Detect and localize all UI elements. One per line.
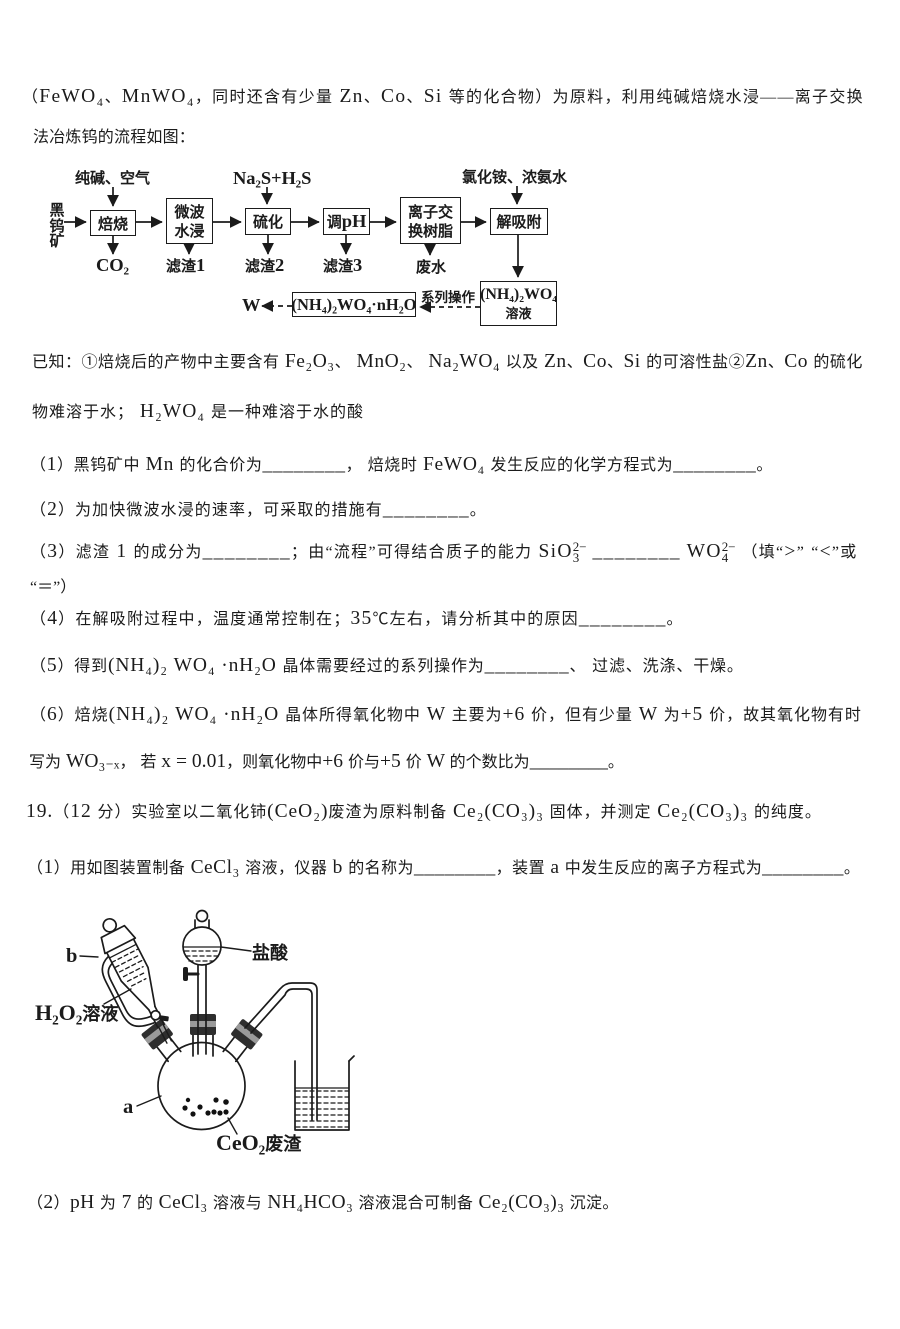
question-19-header: 19.（12 分）实验室以二氧化铈(CeO₂)废渣为原料制备 Ce₂(CO₃)₃… xyxy=(26,801,822,822)
apparatus-label-h2o2: H₂O₂溶液 xyxy=(35,1000,119,1025)
known-line-2: 物难溶于水； H₂WO₄ 是一种难溶于水的酸 xyxy=(32,401,364,422)
question-2: （2）为加快微波水浸的速率，可采取的措施有________。 xyxy=(30,499,487,520)
flow-output-waste: 废水 xyxy=(416,256,447,276)
flow-step-leach: 微波 水浸 xyxy=(166,198,213,244)
flow-output-residue1: 滤渣1 xyxy=(166,255,206,275)
flow-step-ph: 调pH xyxy=(323,208,370,235)
flow-input-sulfide: Na₂S+H₂S xyxy=(233,168,312,188)
q3-pre: （3）滤渣 1 的成分为________；由“流程”可得结合质子的能力 xyxy=(30,541,539,562)
intro-line-2: 法冶炼钨的流程如图： xyxy=(33,126,196,147)
q3-ion1-base: SiO xyxy=(538,541,573,562)
flow-step-sulfide: 硫化 xyxy=(245,208,291,235)
question-3-cont: “＝”） xyxy=(30,576,77,597)
question-4: （4）在解吸附过程中，温度通常控制在；35℃左右，请分析其中的原因_______… xyxy=(30,608,684,629)
flow-product-w: W xyxy=(242,295,261,315)
flow-output-co2: CO₂ xyxy=(96,255,129,275)
flow-crystal-box: (NH₄)₂WO₄·nH₂O xyxy=(292,292,417,317)
intro-line-1: （FeWO₄、MnWO₄，同时还含有少量 Zn、Co、Si 等的化合物）为原料，… xyxy=(22,86,864,107)
apparatus-label-hcl: 盐酸 xyxy=(252,939,288,964)
question-19-part1: （1）用如图装置制备 CeCl₃ 溶液，仪器 b 的名称为________，装置… xyxy=(27,857,861,878)
flow-output-residue3: 滤渣3 xyxy=(323,255,363,275)
flow-step-desorb: 解吸附 xyxy=(490,208,548,235)
question-5: （5）得到(NH₄)₂ WO₄ ·nH₂O 晶体需要经过的系列操作为______… xyxy=(30,655,744,676)
q3-post: （填“>” “<”或 xyxy=(735,541,858,562)
apparatus-label-residue: CeO₂废渣 xyxy=(216,1130,302,1155)
q3-ion2-sup: 2− xyxy=(721,539,736,554)
flow-step-roast: 焙烧 xyxy=(90,210,136,236)
q3-ion2-base: WO xyxy=(686,541,722,562)
question-6-line1: （6）焙烧(NH₄)₂ WO₄ ·nH₂O 晶体所得氧化物中 W 主要为+6 价… xyxy=(30,704,862,725)
flow-input-roast: 纯碱、空气 xyxy=(75,167,151,187)
question-6-line2: 写为 WO₃₋ₓ， 若 x = 0.01，则氧化物中+6 价与+5 价 W 的个… xyxy=(29,751,624,772)
q3-ion1-sub: 3 xyxy=(572,550,580,565)
apparatus-diagram: b 盐酸 H₂O₂溶液 a CeO₂废渣 xyxy=(30,900,460,1175)
process-flowchart: 黑钨矿 纯碱、空气 Na₂S+H₂S 氯化铵、浓氨水 焙烧 微波 水浸 硫化 调… xyxy=(30,160,600,335)
flowchart-arrows xyxy=(64,186,524,313)
apparatus-drawing xyxy=(79,909,355,1135)
q3-ion1-sup: 2− xyxy=(572,539,587,554)
flow-solution-box: (NH₄)₂WO₄ 溶液 xyxy=(480,281,557,326)
flow-series-label: 系列操作 xyxy=(421,287,475,306)
known-line-1: 已知：①焙烧后的产物中主要含有 Fe₂O₃、 MnO₂、 Na₂WO₄ 以及 Z… xyxy=(32,351,863,372)
q3-blank: ________ xyxy=(586,541,687,562)
question-19-part2: （2）pH 为 7 的 CeCl₃ 溶液与 NH₄HCO₃ 溶液混合可制备 Ce… xyxy=(27,1192,619,1213)
q3-ion2-sub: 4 xyxy=(721,550,729,565)
apparatus-label-a: a xyxy=(123,1096,134,1118)
q3-ion2-stack: 2−4 xyxy=(721,539,736,565)
question-1: （1）黑钨矿中 Mn 的化合价为________， 焙烧时 FeWO₄ 发生反应… xyxy=(30,454,773,475)
flow-output-residue2: 滤渣2 xyxy=(245,255,285,275)
flow-feed-label: 黑钨矿 xyxy=(49,199,65,250)
flow-input-desorb: 氯化铵、浓氨水 xyxy=(462,166,568,186)
q3-ion1-stack: 2−3 xyxy=(572,539,587,565)
flow-step-resin: 离子交 换树脂 xyxy=(400,197,461,244)
apparatus-label-b: b xyxy=(66,945,78,967)
